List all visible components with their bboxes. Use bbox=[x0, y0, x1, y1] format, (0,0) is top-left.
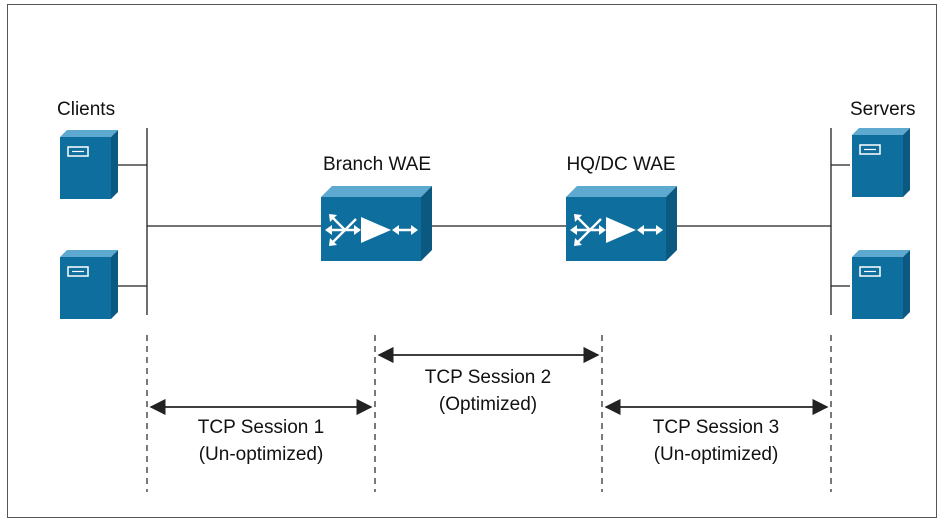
server-icon bbox=[852, 250, 910, 319]
client-server-icon bbox=[60, 130, 118, 199]
branch-wae-device-icon bbox=[321, 186, 432, 261]
server-icon bbox=[852, 128, 910, 197]
branch-wae-label: Branch WAE bbox=[322, 154, 432, 175]
servers-label: Servers bbox=[850, 99, 916, 120]
client-server-icon bbox=[60, 250, 118, 319]
clients-label: Clients bbox=[57, 99, 116, 120]
hq-wae-label: HQ/DC WAE bbox=[566, 154, 676, 175]
network-links bbox=[118, 128, 850, 315]
session-arrows bbox=[149, 346, 829, 416]
session-3-subtitle: (Un-optimized) bbox=[653, 444, 779, 465]
session-2-subtitle: (Optimized) bbox=[438, 394, 538, 415]
diagram-frame bbox=[7, 4, 937, 518]
hq-wae-device-icon bbox=[566, 186, 677, 261]
session-3-title: TCP Session 3 bbox=[652, 417, 780, 438]
session-2-title: TCP Session 2 bbox=[424, 367, 552, 388]
session-1-title: TCP Session 1 bbox=[197, 417, 325, 438]
session-1-subtitle: (Un-optimized) bbox=[198, 444, 324, 465]
session-boundaries bbox=[146, 335, 832, 492]
